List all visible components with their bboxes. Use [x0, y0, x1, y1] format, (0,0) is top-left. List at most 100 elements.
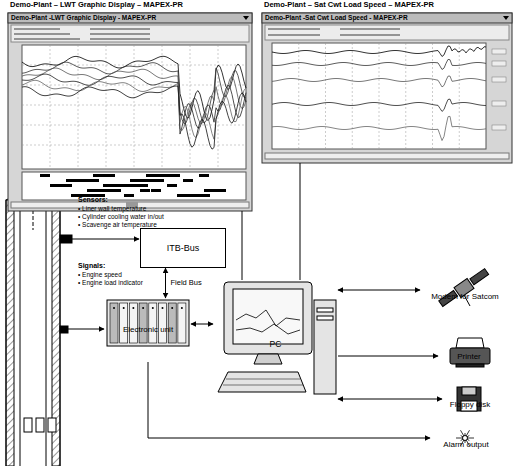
event-bar: [103, 184, 137, 187]
temperature-trace: [22, 80, 246, 139]
trace-tag: [492, 77, 506, 82]
signal-plug: [60, 326, 68, 333]
connector: [338, 356, 438, 357]
rack-module: [159, 303, 167, 343]
event-bar: [146, 174, 180, 177]
liner-wall: [6, 200, 14, 466]
event-bar: [199, 174, 209, 177]
screen-window: [8, 13, 252, 211]
device-node: Modem for Satcom: [420, 272, 510, 322]
event-bar: [66, 179, 88, 182]
title-bar: [262, 13, 512, 23]
module-led: [152, 307, 154, 309]
signal-note: • Scavenge air temperature: [78, 221, 157, 228]
info-line: [268, 28, 320, 30]
module-led: [142, 307, 144, 309]
scavenge-port: [48, 418, 56, 432]
signal-trace: [272, 76, 486, 87]
screen-trace: [236, 310, 300, 326]
event-bar: [40, 174, 50, 177]
event-bar: [130, 179, 164, 182]
event-bar: [183, 179, 193, 182]
key-row: [226, 379, 300, 380]
event-bar: [140, 189, 150, 192]
scavenge-port: [24, 418, 32, 432]
window-frame: [8, 13, 252, 211]
grid-line: [50, 45, 51, 169]
sensor-plug: [60, 235, 72, 243]
menu-button: [503, 16, 509, 20]
connector: [165, 268, 166, 298]
signal-trace: [272, 46, 486, 57]
module-led: [181, 307, 183, 309]
rack-module: [120, 303, 128, 343]
pc-tower: [314, 300, 336, 394]
node-label: Printer: [457, 352, 481, 362]
scroll-bar: [265, 153, 509, 159]
paper: [456, 338, 484, 348]
signal-note: Sensors:: [78, 196, 108, 204]
info-line: [14, 33, 70, 35]
node-label: PC: [270, 339, 282, 349]
module-led: [132, 307, 134, 309]
window-title: Demo-Plant -LWT Graphic Display - MAPEX-…: [11, 14, 156, 22]
temperature-trace: [22, 74, 246, 134]
window-frame: [262, 13, 512, 163]
trace-tag: [492, 49, 506, 54]
rack-module: [178, 303, 186, 343]
device-node: PC: [213, 280, 338, 408]
rack-module: [110, 303, 118, 343]
event-bar: [93, 174, 115, 177]
electronic-unit-rack: [107, 300, 189, 346]
info-line: [14, 28, 60, 30]
signal-note: Signals:: [78, 262, 105, 270]
connector: [338, 399, 442, 400]
info-line: [90, 38, 150, 40]
connector: [148, 362, 430, 438]
grid-line: [106, 45, 107, 169]
grid-line: [325, 43, 326, 149]
keyboard: [218, 372, 306, 392]
node-label: ITB-Bus: [167, 243, 200, 254]
info-line: [90, 33, 150, 35]
event-bar: [87, 189, 121, 192]
sensor-wire: [72, 239, 139, 240]
info-strip: [265, 25, 509, 40]
printer-tray: [456, 364, 484, 367]
signal-trace: [272, 59, 486, 69]
grid-line: [459, 43, 460, 149]
connector: [300, 163, 301, 280]
event-bar: [151, 189, 161, 192]
module-led: [123, 307, 125, 309]
rack-module: [168, 303, 176, 343]
event-bar: [124, 194, 134, 197]
info-line: [268, 34, 320, 36]
info-strip: [11, 25, 249, 42]
trace-tag: [492, 101, 506, 106]
rack-module: [139, 303, 147, 343]
event-bar: [167, 184, 177, 187]
device-node: Electronic unit: [105, 298, 191, 362]
connector: [191, 324, 213, 325]
solar-panel: [470, 269, 489, 285]
floppy-shutter: [462, 387, 476, 395]
event-bar: [177, 194, 199, 197]
info-line: [90, 28, 150, 30]
grid-line: [298, 43, 299, 149]
signal-note: • Engine speed: [78, 271, 122, 278]
pc-computer: [218, 282, 336, 394]
screen-caption: Demo-Plant – Sat Cwt Load Speed – MAPEX-…: [264, 1, 434, 10]
screen-caption: Demo-Plant – LWT Graphic Display – MAPEX…: [10, 1, 183, 10]
module-led: [162, 307, 164, 309]
grid-line: [218, 45, 219, 169]
grid-line: [432, 43, 433, 149]
signal-note: • Liner wall temperature: [78, 205, 146, 212]
monitor-stand: [254, 354, 282, 364]
bar-area: [22, 172, 246, 200]
screen-window: Demo-Plant -LWT Graphic Display - MAPEX-…: [8, 13, 252, 211]
monitor-screen: [233, 289, 303, 344]
grid-line: [352, 43, 353, 149]
signal-note: • Cylinder cooling water in/out: [78, 213, 164, 220]
grid-line: [134, 45, 135, 169]
